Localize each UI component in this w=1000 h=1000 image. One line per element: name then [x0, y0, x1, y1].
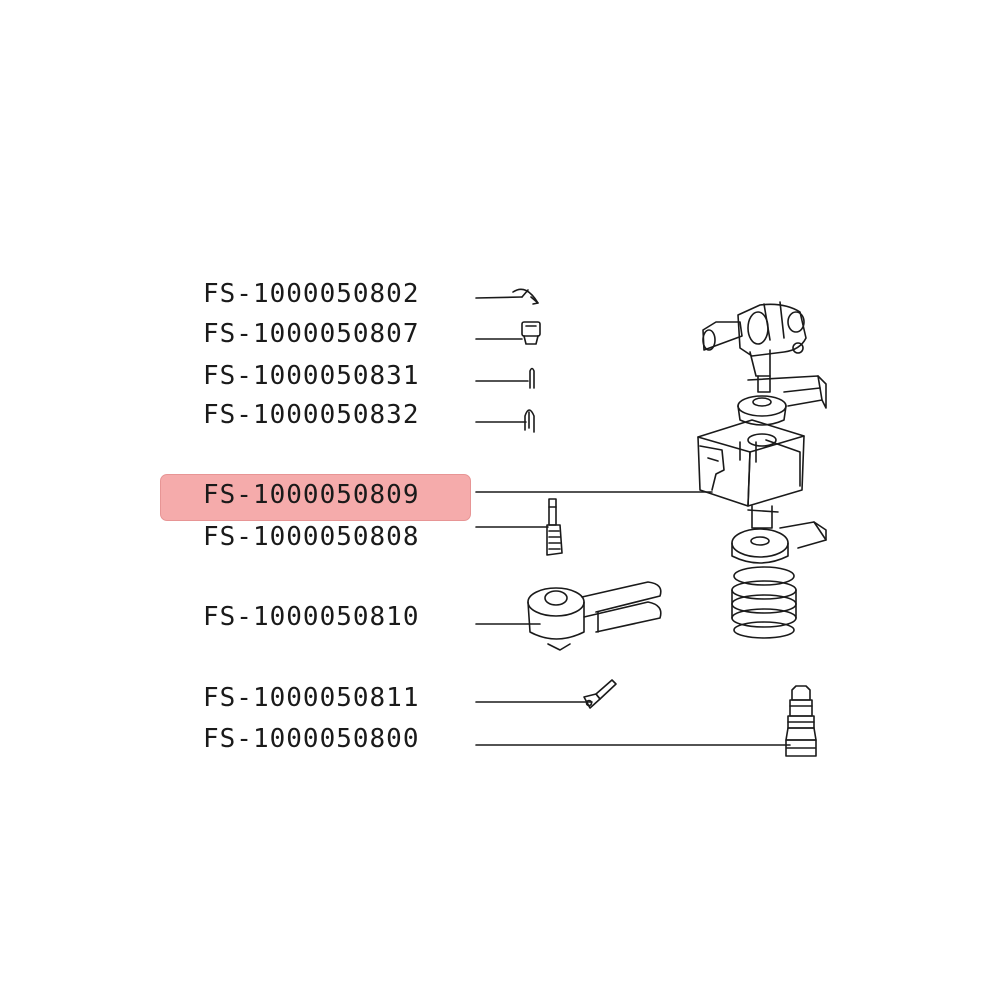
part-label-0831[interactable]: FS-1000050831	[203, 361, 420, 391]
valve-bracket-icon	[527, 581, 662, 651]
part-label-0809[interactable]: FS-1000050809	[203, 480, 420, 510]
spring-clip-icon	[512, 288, 539, 305]
part-label-0832[interactable]: FS-1000050832	[203, 400, 420, 430]
hook-pin-icon	[524, 409, 535, 433]
spring-icon	[731, 566, 797, 639]
part-label-0808[interactable]: FS-1000050808	[203, 522, 420, 552]
upper-bracket-icon	[747, 375, 827, 409]
part-label-0811[interactable]: FS-1000050811	[203, 683, 420, 713]
lower-bracket-icon	[731, 521, 827, 564]
leader-line-0802	[475, 296, 523, 299]
lower-shaft-icon	[747, 505, 779, 529]
valve-head-icon	[702, 301, 807, 393]
small-pin-icon	[529, 367, 535, 389]
cap-nut-icon	[521, 321, 541, 345]
pump-assembly	[697, 301, 827, 757]
leader-lines	[475, 296, 791, 746]
part-label-0810[interactable]: FS-1000050810	[203, 602, 420, 632]
screw-clip-icon	[583, 679, 617, 709]
part-label-0800[interactable]: FS-1000050800	[203, 724, 420, 754]
part-label-0802[interactable]: FS-1000050802	[203, 279, 420, 309]
selected-part-highlight	[160, 474, 471, 521]
outlet-fitting-icon	[785, 685, 817, 757]
pump-coil-body-icon	[697, 419, 805, 507]
terminal-connector-icon	[546, 498, 563, 556]
part-label-0807[interactable]: FS-1000050807	[203, 319, 420, 349]
upper-collar-icon	[737, 395, 787, 426]
